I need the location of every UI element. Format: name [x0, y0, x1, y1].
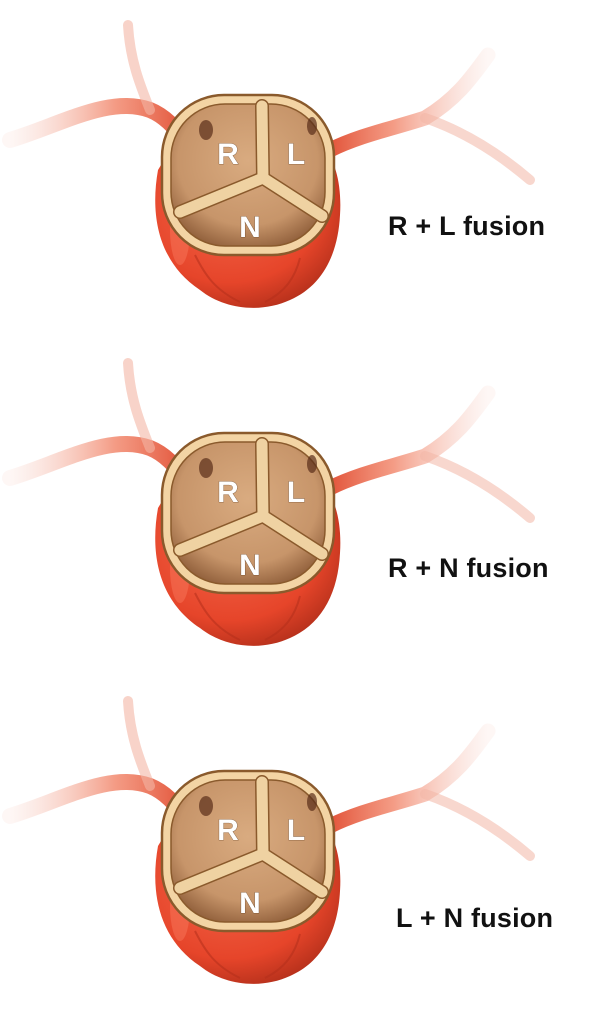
- left-coronary-ostium: [307, 455, 317, 473]
- aortic-valve-illustration: R L N: [0, 676, 589, 1011]
- commissure-1: [262, 106, 263, 178]
- left-coronary-artery: [330, 393, 530, 518]
- cusp-label-left: L: [287, 138, 305, 171]
- cusp-label-right: R: [217, 814, 239, 847]
- cusp-label-left: L: [287, 476, 305, 509]
- left-coronary-artery: [330, 731, 530, 856]
- cusp-label-right: R: [217, 138, 239, 171]
- fusion-label: L + N fusion: [396, 903, 553, 934]
- left-coronary-ostium: [307, 793, 317, 811]
- right-coronary-artery: [10, 701, 185, 816]
- left-coronary-ostium: [307, 117, 317, 135]
- commissure-1: [262, 444, 263, 516]
- fusion-label: R + L fusion: [388, 211, 545, 242]
- valve-panel-1: R L N R + L fusion: [0, 0, 589, 335]
- cusp-label-noncoronary: N: [239, 549, 261, 582]
- right-coronary-ostium: [199, 120, 213, 140]
- aortic-valve-illustration: R L N: [0, 338, 589, 673]
- left-coronary-artery: [330, 55, 530, 180]
- fusion-label: R + N fusion: [388, 553, 549, 584]
- right-coronary-artery: [10, 363, 185, 478]
- cusp-label-noncoronary: N: [239, 887, 261, 920]
- right-coronary-ostium: [199, 796, 213, 816]
- cusp-label-left: L: [287, 814, 305, 847]
- cusp-label-noncoronary: N: [239, 211, 261, 244]
- cusp-label-right: R: [217, 476, 239, 509]
- commissure-1: [262, 782, 263, 854]
- aortic-valve-illustration: R L N: [0, 0, 589, 335]
- right-coronary-artery: [10, 25, 185, 140]
- valve-panel-3: R L N L + N fusion: [0, 676, 589, 1011]
- valve-panel-2: R L N R + N fusion: [0, 338, 589, 673]
- right-coronary-ostium: [199, 458, 213, 478]
